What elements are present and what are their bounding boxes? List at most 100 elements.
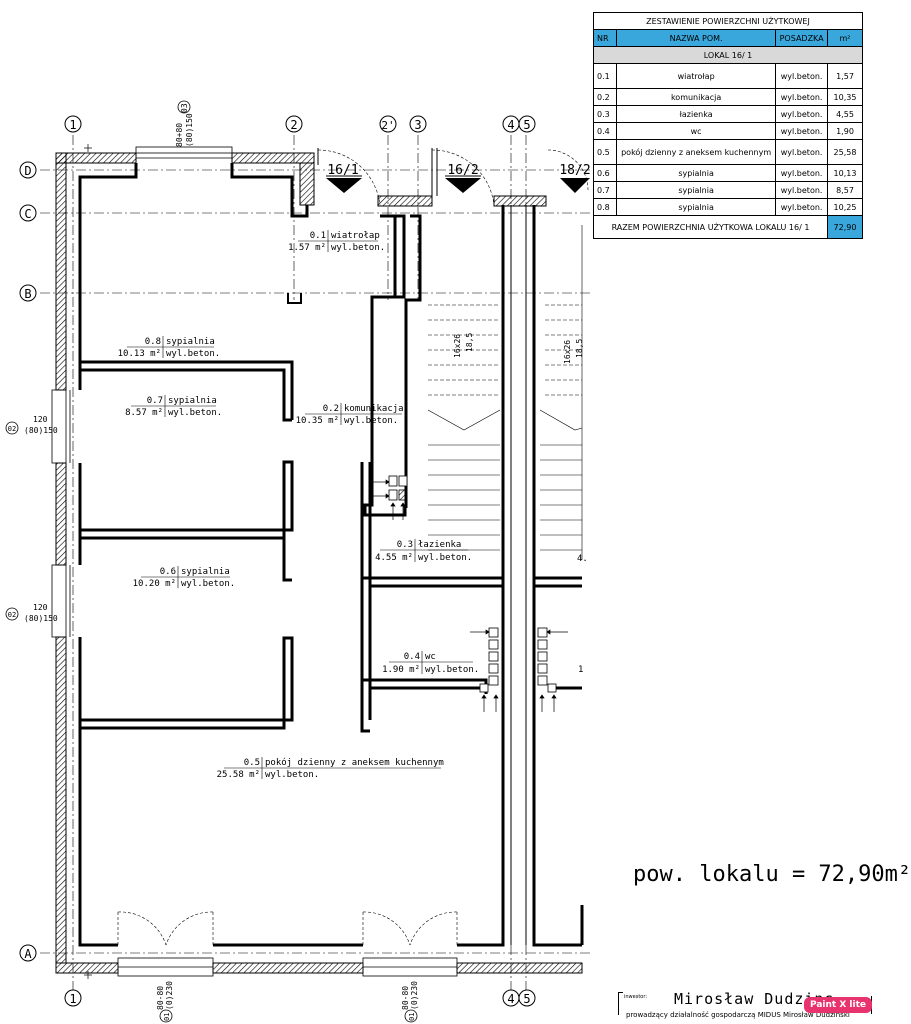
table-header-row: NR NAZWA POM. POSADZKA m² — [593, 29, 863, 47]
cell-name: sypialnia — [615, 198, 777, 216]
cell-nr: 0.6 — [593, 164, 617, 182]
cell-name: pokój dzienny z aneksem kuchennym — [615, 139, 777, 165]
room-name: sypialnia — [181, 567, 230, 577]
vent-arrows — [372, 479, 568, 712]
window-bottom1-dim2: (0)230 — [165, 981, 174, 1010]
room-label-0-1: 0.1 wiatrołap 1.57 m² wyl.beton. — [288, 230, 385, 253]
axis-col-2: 2 — [290, 118, 297, 132]
investor-subtitle: prowadzący działalność gospodarczą MIDUS… — [626, 1011, 850, 1019]
cell-floor: wyl.beton. — [775, 198, 828, 216]
cell-area: 4,55 — [827, 105, 863, 123]
cell-nr: 0.3 — [593, 105, 617, 123]
cutoff-room-label-2: 1 — [578, 665, 583, 675]
room-name: pokój dzienny z aneksem kuchennym — [265, 757, 444, 768]
room-area: 10.35 m² — [296, 416, 339, 426]
room-floor: wyl.beton. — [265, 770, 319, 780]
room-no: 0.8 — [145, 337, 161, 347]
room-no: 0.5 — [244, 758, 260, 768]
stair-a-dim1: 16x26 — [453, 334, 462, 358]
room-floor: wyl.beton. — [418, 553, 472, 563]
room-area: 4.55 m² — [375, 553, 413, 563]
axis-row-c: C — [24, 207, 31, 221]
cell-nr: 0.8 — [593, 198, 617, 216]
cell-name: wc — [615, 122, 777, 140]
window-left2-dim2: (80)150 — [24, 614, 58, 623]
total-label: RAZEM POWIERZCHNIA UŻYTKOWA LOKALU 16/ 1 — [593, 215, 828, 239]
cell-floor: wyl.beton. — [775, 63, 828, 89]
room-label-0-2: 0.2 komunikacja 10.35 m² wyl.beton. — [296, 403, 404, 426]
room-area: 25.58 m² — [217, 770, 260, 780]
window-left2-id: 02 — [8, 611, 16, 619]
floor-plan: 1 2 2' 3 4 5 1 4 5 D C B A — [5, 100, 591, 1023]
table-row: 0.3 łazienka wyl.beton. 4,55 — [593, 105, 863, 123]
room-name: sypialnia — [166, 337, 215, 347]
window-bottom1-id: 01 — [163, 1013, 171, 1021]
room-floor: wyl.beton. — [166, 349, 220, 359]
external-walls — [55, 152, 583, 974]
axis-col-4-bottom: 4 — [507, 992, 514, 1006]
door-frames — [317, 148, 438, 196]
header-name: NAZWA POM. — [615, 29, 777, 47]
window-bottom2-id: 01 — [408, 1013, 416, 1021]
cell-area: 10,13 — [827, 164, 863, 182]
room-floor: wyl.beton. — [181, 579, 235, 589]
axis-bubbles: 1 2 2' 3 4 5 1 4 5 D C B A — [19, 115, 536, 1007]
door-swings — [117, 149, 589, 946]
corner-marks — [84, 144, 92, 979]
unit-label-16-2: 16/2 — [447, 163, 478, 178]
total-value: 72,90 — [827, 215, 863, 239]
stair-b-dim1: 16x26 — [563, 340, 572, 364]
cell-area: 1,57 — [827, 63, 863, 89]
unit-label-16-1: 16/1 — [327, 163, 358, 178]
room-area: 10.13 m² — [118, 349, 161, 359]
cell-name: sypialnia — [615, 181, 777, 199]
room-area: 1.57 m² — [288, 243, 326, 253]
axis-col-5: 5 — [523, 118, 530, 132]
room-name: wc — [425, 652, 436, 662]
table-title: ZESTAWIENIE POWIERZCHNI UŻYTKOWEJ — [593, 12, 863, 30]
axis-col-3: 3 — [414, 118, 421, 132]
room-no: 0.3 — [397, 540, 413, 550]
room-label-0-3: 0.3 łazienka 4.55 m² wyl.beton. — [375, 539, 472, 563]
app-badge[interactable]: Paint X lite — [804, 997, 873, 1013]
room-floor: wyl.beton. — [331, 243, 385, 253]
cell-nr: 0.4 — [593, 122, 617, 140]
unit-label-18-2: 18/2 — [559, 163, 590, 178]
room-floor: wyl.beton. — [168, 408, 222, 418]
room-no: 0.6 — [160, 567, 176, 577]
investor-label: inwestor: — [624, 994, 648, 1000]
room-label-0-5: 0.5 pokój dzienny z aneksem kuchennym 25… — [217, 757, 444, 780]
axis-row-d: D — [24, 164, 31, 178]
window-left1-id: 02 — [8, 425, 16, 433]
stair-a-dim2: 18,5 — [465, 333, 474, 352]
header-area: m² — [827, 29, 863, 47]
cell-name: sypialnia — [615, 164, 777, 182]
room-no: 0.7 — [147, 396, 163, 406]
window-top-dim1: 80+80 — [175, 123, 184, 147]
window-top-dim2: (80)150 — [185, 113, 194, 147]
axis-col-2p: 2' — [381, 119, 394, 132]
cell-area: 10,25 — [827, 198, 863, 216]
table-row: 0.1 wiatrołap wyl.beton. 1,57 — [593, 63, 863, 89]
window-bottom1-dim1: 80-80 — [156, 986, 165, 1010]
room-no: 0.4 — [404, 652, 420, 662]
cell-floor: wyl.beton. — [775, 122, 828, 140]
unit-markers: 16/1 16/2 18/2 — [326, 163, 591, 193]
room-name: sypialnia — [168, 396, 217, 406]
cell-floor: wyl.beton. — [775, 88, 828, 106]
stair-b-dim2: 18,5 — [575, 339, 584, 358]
cell-area: 10,35 — [827, 88, 863, 106]
cell-nr: 0.5 — [593, 139, 617, 165]
room-labels: 0.1 wiatrołap 1.57 m² wyl.beton. 0.8 syp… — [118, 230, 588, 780]
investor-name: Mirosław Dudzins — [674, 990, 835, 1008]
window-bottom2-dim1: 80-80 — [401, 986, 410, 1010]
table-row: 0.2 komunikacja wyl.beton. 10,35 — [593, 88, 863, 106]
table-section: LOKAL 16/ 1 — [593, 46, 863, 64]
cell-nr: 0.2 — [593, 88, 617, 106]
cell-nr: 0.1 — [593, 63, 617, 89]
cell-area: 1,90 — [827, 122, 863, 140]
room-floor: wyl.beton. — [344, 416, 398, 426]
header-floor: POSADZKA — [775, 29, 828, 47]
axis-col-5-bottom: 5 — [523, 992, 530, 1006]
unit-area-total: pow. lokalu = 72,90m² — [633, 862, 911, 887]
